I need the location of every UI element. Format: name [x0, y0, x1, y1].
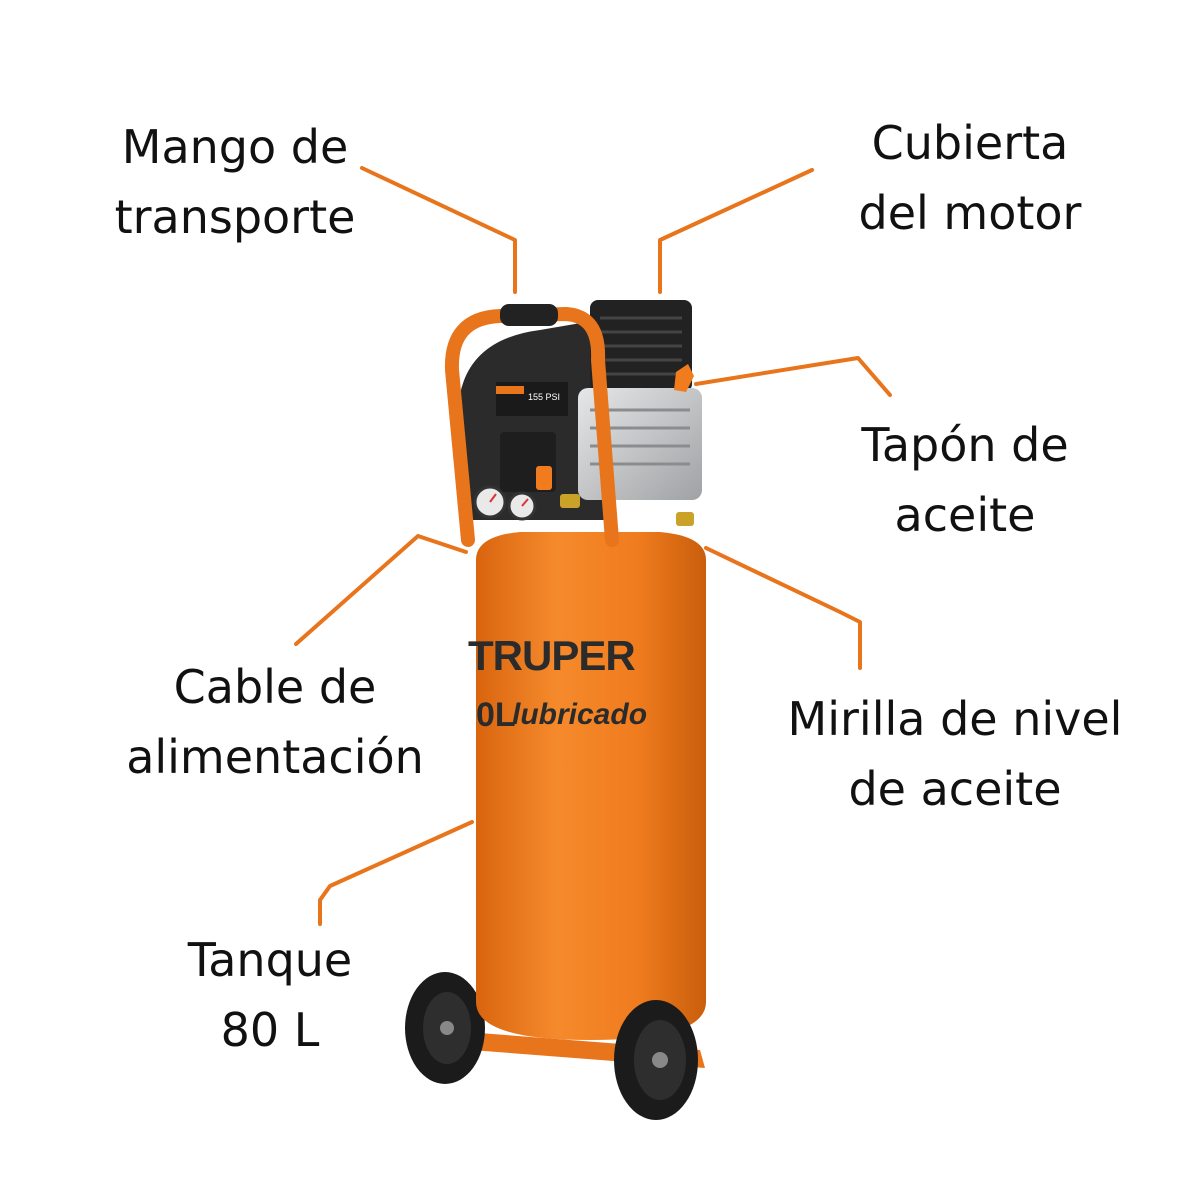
tank-subtext: lubricado: [512, 698, 647, 731]
label-carry-handle-line1: Mango de: [121, 120, 349, 174]
callout-line-oil-cap: [694, 356, 892, 397]
label-oil-cap-line1: Tapón de: [861, 418, 1069, 472]
label-motor-cover-line1: Cubierta: [871, 116, 1069, 170]
quick-coupler-icon: [560, 494, 580, 508]
label-motor-cover-line2: del motor: [858, 186, 1082, 240]
oil-cap-icon: [674, 364, 694, 392]
callout-line-power-cable: [294, 534, 468, 646]
label-power-cable-line2: alimentación: [126, 730, 424, 784]
label-oil-sight-glass-line2: de aceite: [848, 762, 1062, 816]
label-tank-line1: Tanque: [187, 933, 353, 987]
spec-plate-psi: 155 PSI: [528, 392, 560, 402]
label-motor-cover: Cubierta del motor: [830, 108, 1110, 248]
callout-lines: [294, 166, 892, 926]
pressure-gauge-icon: [473, 485, 507, 519]
output-gauge-icon: [507, 491, 537, 521]
carry-handle-icon: [444, 304, 619, 547]
callout-line-sight-glass: [704, 546, 862, 670]
label-oil-sight-glass: Mirilla de nivel de aceite: [770, 684, 1140, 824]
regulator-knob-icon: [536, 466, 552, 490]
callout-line-motor-cover: [658, 168, 814, 294]
motor-housing-icon: [458, 318, 612, 520]
callout-line-handle: [360, 166, 517, 294]
label-carry-handle: Mango de transporte: [90, 112, 380, 252]
label-carry-handle-line2: transporte: [114, 190, 356, 244]
callout-line-tank: [318, 820, 474, 926]
label-power-cable-line1: Cable de: [173, 660, 377, 714]
label-oil-cap: Tapón de aceite: [830, 410, 1100, 550]
spec-plate-icon: [496, 382, 568, 416]
drain-fitting-icon: [676, 512, 694, 526]
label-oil-cap-line2: aceite: [894, 488, 1036, 542]
compressor-illustration: TRUPER 0L lubricado 155 PSI: [405, 300, 706, 1120]
rear-wheel-icon: [405, 972, 485, 1084]
motor-cover-icon: [590, 300, 692, 392]
tank-text: 0L: [476, 696, 516, 734]
brand-logo: TRUPER: [468, 632, 635, 679]
front-wheel-icon: [614, 1000, 698, 1120]
label-power-cable: Cable de alimentación: [110, 652, 440, 792]
label-tank-line2: 80 L: [220, 1003, 320, 1057]
label-tank: Tanque 80 L: [150, 925, 390, 1065]
label-oil-sight-glass-line1: Mirilla de nivel: [787, 692, 1123, 746]
tank-icon: [476, 532, 706, 1040]
